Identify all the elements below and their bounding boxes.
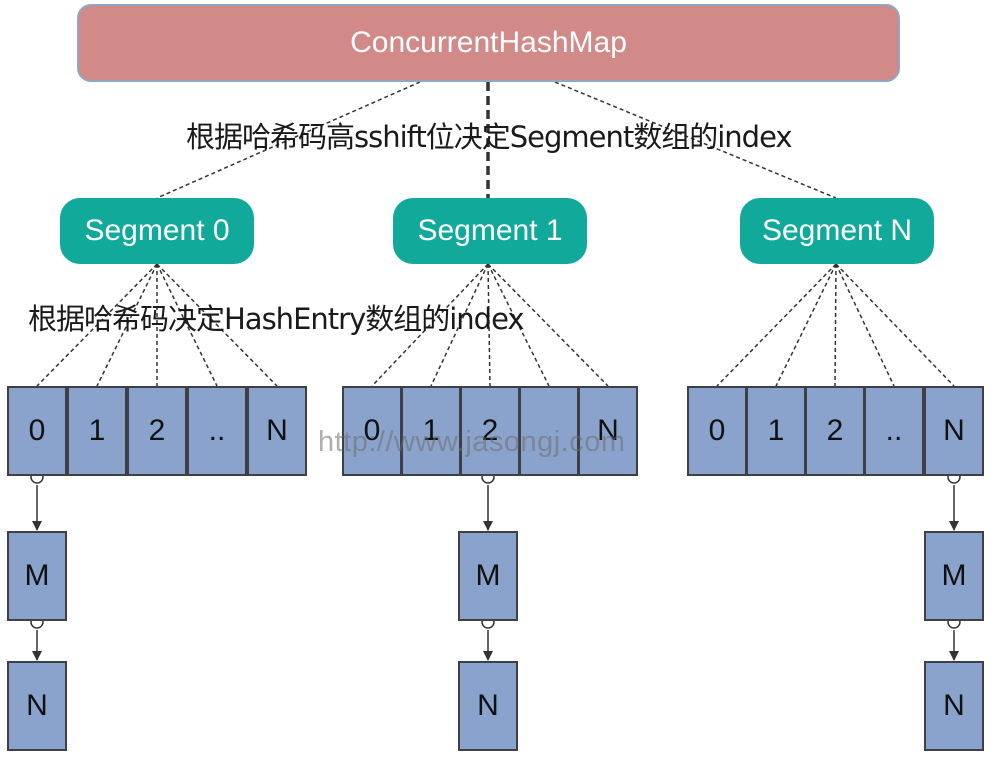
segment-n-to-cell-3-line — [835, 263, 895, 387]
segment-1-label: Segment 1 — [417, 214, 563, 247]
chain-node: N — [7, 661, 67, 751]
chain-node: N — [924, 661, 984, 751]
segment-1-to-cell-1-line — [430, 263, 489, 387]
hashentry-cell: N — [924, 386, 984, 476]
segment-1-node: Segment 1 — [393, 198, 587, 264]
hashentry-cell: 1 — [746, 386, 806, 476]
segment-0-to-cell-4-line — [156, 263, 278, 387]
segment-n-to-cell-4-line — [835, 263, 955, 387]
watermark: http://www.jasongj.com — [318, 426, 626, 458]
hashentry-cell: 0 — [342, 386, 402, 476]
segment-n-node: Segment N — [740, 198, 934, 264]
segment-0-node: Segment 0 — [60, 198, 254, 264]
segment-1-to-cell-3-line — [487, 263, 550, 387]
hashentry-cell: N — [578, 386, 638, 476]
hashentry-cell: 0 — [687, 386, 747, 476]
hashentry-cell: .. — [864, 386, 924, 476]
root-to-segment-n-line — [554, 81, 837, 199]
hashentry-cell — [519, 386, 579, 476]
hashentry-cell: 2 — [460, 386, 520, 476]
hashentry-cell: N — [247, 386, 307, 476]
hashentry-cell: 1 — [401, 386, 461, 476]
segment-n-label: Segment N — [761, 214, 913, 247]
hashentry-cell: .. — [187, 386, 247, 476]
concurrenthashmap-label: ConcurrentHashMap — [350, 26, 627, 59]
segment-0-label: Segment 0 — [84, 214, 230, 247]
segment-1-to-cell-2-line — [487, 263, 491, 387]
segment-0-to-cell-1-line — [96, 263, 158, 387]
hashentry-cell: 2 — [127, 386, 187, 476]
segment-index-label: 根据哈希码高sshift位决定Segment数组的index — [186, 120, 793, 154]
hashentry-cell: 0 — [7, 386, 67, 476]
chain-node: M — [924, 531, 984, 621]
hashentry-index-label: 根据哈希码决定HashEntry数组的index — [28, 302, 525, 336]
segment-n-to-cell-2-line — [834, 263, 837, 387]
segment-n-to-cell-1-line — [775, 263, 837, 387]
segment-n-to-cell-0-line — [716, 263, 837, 387]
concurrenthashmap-node: ConcurrentHashMap — [77, 4, 900, 82]
segment-0-to-cell-0-line — [36, 263, 158, 387]
hashentry-cell: 2 — [805, 386, 865, 476]
chain-node: M — [7, 531, 67, 621]
segment-0-to-cell-3-line — [156, 263, 218, 387]
hashentry-cell: 1 — [67, 386, 127, 476]
root-to-segment-0-line — [156, 81, 421, 199]
chain-node: N — [458, 661, 518, 751]
segment-1-to-cell-0-line — [371, 263, 489, 387]
chain-node: M — [458, 531, 518, 621]
segment-1-to-cell-4-line — [487, 263, 609, 387]
